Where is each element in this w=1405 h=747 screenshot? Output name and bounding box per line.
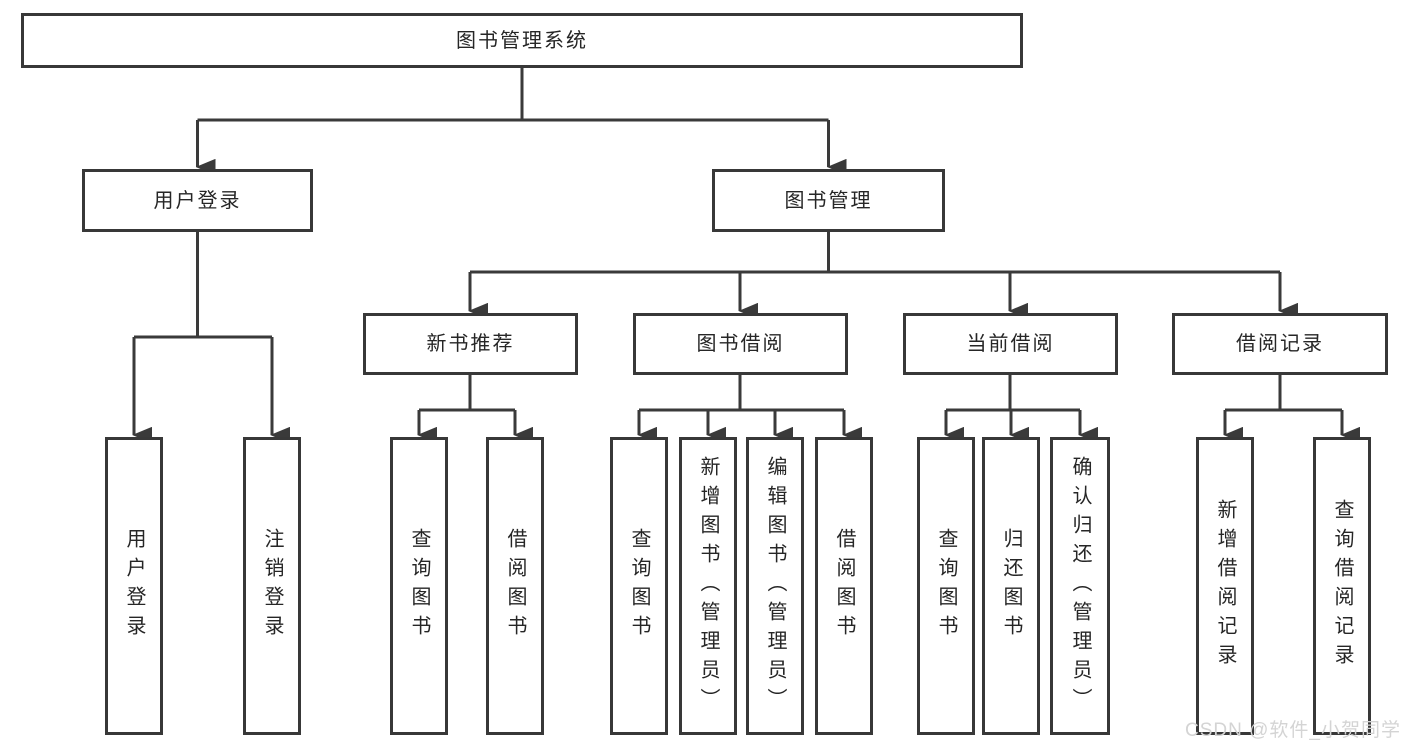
connector-book-mgmt-children bbox=[468, 232, 1299, 320]
node-label: 新增借阅记录 bbox=[1214, 499, 1236, 673]
node-add-books-admin: 新增图书（管理员） bbox=[679, 437, 737, 735]
connector-records-children bbox=[1223, 374, 1361, 444]
node-label: 新书推荐 bbox=[426, 333, 515, 355]
node-book-management: 图书管理 bbox=[712, 169, 945, 232]
connector-user-login-children bbox=[132, 232, 291, 444]
node-label: 图书管理系统 bbox=[456, 29, 588, 52]
node-borrow-books: 借阅图书 bbox=[815, 437, 873, 735]
connector-current-children bbox=[944, 374, 1099, 444]
node-label: 新增图书（管理员） bbox=[697, 455, 719, 717]
node-label: 查询借阅记录 bbox=[1331, 499, 1353, 673]
connector-borrow-children bbox=[637, 374, 863, 444]
node-label: 借阅图书 bbox=[833, 528, 855, 644]
node-label: 当前借阅 bbox=[966, 333, 1055, 355]
node-label: 归还图书 bbox=[1000, 528, 1022, 644]
node-book-management-system: 图书管理系统 bbox=[21, 13, 1023, 68]
node-label: 用户登录 bbox=[153, 189, 242, 212]
connector-recommend-children bbox=[417, 374, 534, 444]
node-query-books-current: 查询图书 bbox=[917, 437, 975, 735]
node-borrow-books-recommend: 借阅图书 bbox=[486, 437, 544, 735]
node-borrow-records: 借阅记录 bbox=[1172, 313, 1388, 375]
node-confirm-return-admin: 确认归还（管理员） bbox=[1050, 437, 1110, 735]
node-add-borrow-record: 新增借阅记录 bbox=[1196, 437, 1254, 735]
node-label: 查询图书 bbox=[408, 528, 430, 644]
node-label: 借阅图书 bbox=[504, 528, 526, 644]
node-label: 查询图书 bbox=[935, 528, 957, 644]
node-return-books: 归还图书 bbox=[982, 437, 1040, 735]
connector-root-to-level2 bbox=[195, 68, 847, 176]
node-label: 编辑图书（管理员） bbox=[764, 455, 786, 717]
node-label: 图书借阅 bbox=[696, 333, 785, 355]
node-user-login-action: 用户登录 bbox=[105, 437, 163, 735]
node-book-borrow: 图书借阅 bbox=[633, 313, 848, 375]
node-query-borrow-record: 查询借阅记录 bbox=[1313, 437, 1371, 735]
node-label: 用户登录 bbox=[123, 528, 145, 644]
node-label: 图书管理 bbox=[784, 189, 873, 212]
node-edit-books-admin: 编辑图书（管理员） bbox=[746, 437, 804, 735]
node-query-books-recommend: 查询图书 bbox=[390, 437, 448, 735]
csdn-watermark: CSDN @软件_小贺同学 bbox=[1185, 720, 1401, 741]
node-label: 确认归还（管理员） bbox=[1069, 455, 1091, 717]
node-query-books-borrow: 查询图书 bbox=[610, 437, 668, 735]
node-current-borrow: 当前借阅 bbox=[903, 313, 1118, 375]
node-new-book-recommend: 新书推荐 bbox=[363, 313, 578, 375]
node-user-login: 用户登录 bbox=[82, 169, 313, 232]
node-label: 注销登录 bbox=[261, 528, 283, 644]
node-label: 查询图书 bbox=[628, 528, 650, 644]
node-logout: 注销登录 bbox=[243, 437, 301, 735]
node-label: 借阅记录 bbox=[1236, 333, 1324, 355]
